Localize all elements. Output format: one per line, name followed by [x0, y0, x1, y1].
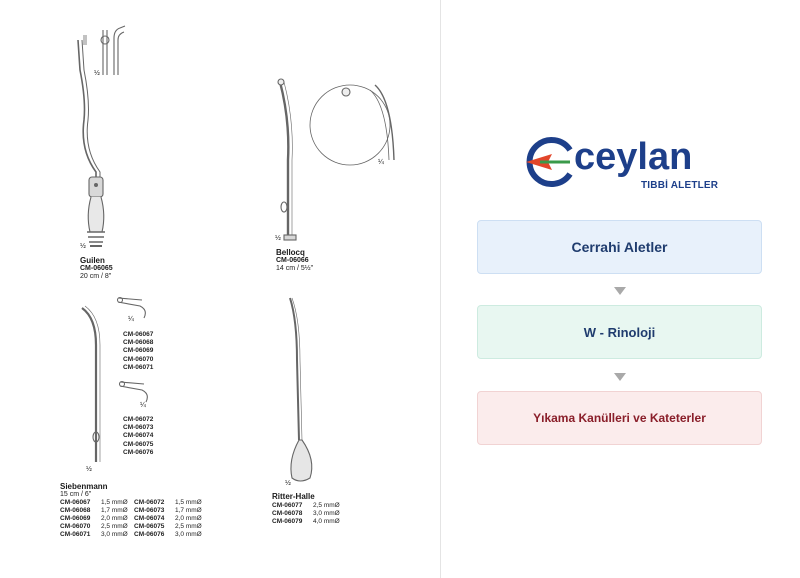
- siebenmann-illustration: [81, 296, 148, 462]
- instrument-catalog: ½ ½ Guilen CM-06065 20 cm / 8" ¼ ½ Bello…: [60, 25, 395, 539]
- guilen-name: Guilen: [80, 256, 105, 265]
- spec-row: CM-06074 2,0 mmØ: [134, 515, 209, 523]
- spec-size: 2,0 mmØ: [175, 515, 202, 522]
- category-yikama-kanulleri-button[interactable]: Yıkama Kanülleri ve Kateterler: [477, 391, 762, 445]
- spec-size: 2,5 mmØ: [313, 502, 340, 509]
- spec-code: CM-06070: [60, 523, 91, 530]
- ritter-halle-name: Ritter-Halle: [272, 492, 315, 501]
- spec-row: CM-06069 2,0 mmØ: [60, 515, 135, 523]
- detail-code: CM-06076: [123, 448, 154, 456]
- bellocq-size: 14 cm / 5½": [276, 265, 314, 272]
- spec-row: CM-06079 4,0 mmØ: [272, 518, 347, 526]
- bellocq-scale: ½: [275, 235, 281, 242]
- spec-size: 3,0 mmØ: [101, 531, 128, 538]
- guilen-detail-scale: ½: [94, 70, 100, 77]
- brand-name: ceylan: [574, 136, 693, 178]
- spec-size: 1,5 mmØ: [175, 499, 202, 506]
- detail-code: CM-06073: [123, 424, 154, 432]
- spec-code: CM-06079: [272, 518, 303, 525]
- detail-code: CM-06069: [123, 347, 154, 355]
- brand-logo: ceylan TIBBİ ALETLER: [522, 132, 722, 192]
- guilen-illustration: [77, 25, 126, 247]
- spec-size: 1,7 mmØ: [175, 507, 202, 514]
- category-cerrahi-aletler-button[interactable]: Cerrahi Aletler: [477, 220, 762, 274]
- siebenmann-name: Siebenmann: [60, 482, 108, 491]
- spec-code: CM-06076: [134, 531, 165, 538]
- detail-code: CM-06075: [123, 440, 154, 448]
- siebenmann-codes-2: CM-06072 CM-06073 CM-06074 CM-06075 CM-0…: [123, 416, 153, 457]
- ceylan-emblem-icon: [526, 137, 573, 187]
- spec-size: 2,5 mmØ: [175, 523, 202, 530]
- spec-row: CM-06076 3,0 mmØ: [134, 531, 209, 539]
- ritter-halle-scale: ½: [285, 480, 291, 487]
- spec-row: CM-06077 2,5 mmØ: [272, 502, 347, 510]
- spec-row: CM-06070 2,5 mmØ: [60, 523, 135, 531]
- detail-code: CM-06070: [123, 355, 154, 363]
- arrow-down-icon: [614, 373, 626, 381]
- detail-code: CM-06074: [123, 432, 154, 440]
- bellocq-code: CM-06066: [276, 257, 309, 264]
- spec-code: CM-06072: [134, 499, 165, 506]
- spec-row: CM-06073 1,7 mmØ: [134, 507, 209, 515]
- detail-code: CM-06067: [123, 331, 154, 338]
- bellocq-detail-scale: ¼: [378, 159, 384, 166]
- instrument-drawings: [77, 25, 395, 482]
- category-label: Yıkama Kanülleri ve Kateterler: [533, 411, 706, 425]
- guilen-size: 20 cm / 8": [80, 273, 112, 280]
- spec-row: CM-06067 1,5 mmØ: [60, 499, 135, 507]
- spec-size: 2,0 mmØ: [101, 515, 128, 522]
- detail-code: CM-06072: [123, 416, 154, 423]
- siebenmann-specs-left: CM-06067 1,5 mmØ CM-06068 1,7 mmØ CM-06069…: [60, 499, 135, 539]
- spec-code: CM-06075: [134, 523, 165, 530]
- siebenmann-detail-scale-1: ¼: [128, 316, 134, 323]
- ritter-halle-specs: CM-06077 2,5 mmØ CM-06078 3,0 mmØ CM-06079…: [272, 502, 347, 526]
- spec-code: CM-06078: [272, 510, 303, 517]
- spec-code: CM-06069: [60, 515, 91, 522]
- spec-code: CM-06077: [272, 502, 303, 509]
- spec-row: CM-06068 1,7 mmØ: [60, 507, 135, 515]
- page-divider: [440, 0, 441, 578]
- spec-size: 1,7 mmØ: [101, 507, 128, 514]
- spec-size: 4,0 mmØ: [313, 518, 340, 525]
- spec-code: CM-06073: [134, 507, 165, 514]
- spec-row: CM-06078 3,0 mmØ: [272, 510, 347, 518]
- bellocq-illustration: [277, 78, 395, 241]
- spec-row: CM-06072 1,5 mmØ: [134, 499, 209, 507]
- siebenmann-detail-scale-2: ¼: [140, 402, 146, 409]
- spec-code: CM-06068: [60, 507, 91, 514]
- category-rinoloji-button[interactable]: W - Rinoloji: [477, 305, 762, 359]
- detail-code: CM-06068: [123, 339, 154, 347]
- detail-code: CM-06071: [123, 363, 154, 371]
- spec-row: CM-06071 3,0 mmØ: [60, 531, 135, 539]
- brand-tagline: TIBBİ ALETLER: [641, 180, 719, 191]
- siebenmann-size: 15 cm / 6": [60, 491, 92, 498]
- spec-size: 1,5 mmØ: [101, 499, 128, 506]
- guilen-scale: ½: [80, 243, 86, 250]
- spec-code: CM-06071: [60, 531, 91, 538]
- spec-code: CM-06067: [60, 499, 91, 506]
- arrow-down-icon: [614, 287, 626, 295]
- siebenmann-codes-1: CM-06067 CM-06068 CM-06069 CM-06070 CM-0…: [123, 331, 153, 372]
- guilen-code: CM-06065: [80, 265, 113, 272]
- category-label: Cerrahi Aletler: [571, 239, 668, 255]
- siebenmann-specs-right: CM-06072 1,5 mmØ CM-06073 1,7 mmØ CM-06074…: [134, 499, 209, 539]
- siebenmann-scale: ½: [86, 466, 92, 473]
- spec-size: 2,5 mmØ: [101, 523, 128, 530]
- spec-size: 3,0 mmØ: [175, 531, 202, 538]
- bellocq-name: Bellocq: [276, 248, 305, 257]
- category-label: W - Rinoloji: [583, 324, 656, 340]
- spec-size: 3,0 mmØ: [313, 510, 340, 517]
- ritter-halle-illustration: [289, 297, 313, 482]
- spec-row: CM-06075 2,5 mmØ: [134, 523, 209, 531]
- spec-code: CM-06074: [134, 515, 165, 522]
